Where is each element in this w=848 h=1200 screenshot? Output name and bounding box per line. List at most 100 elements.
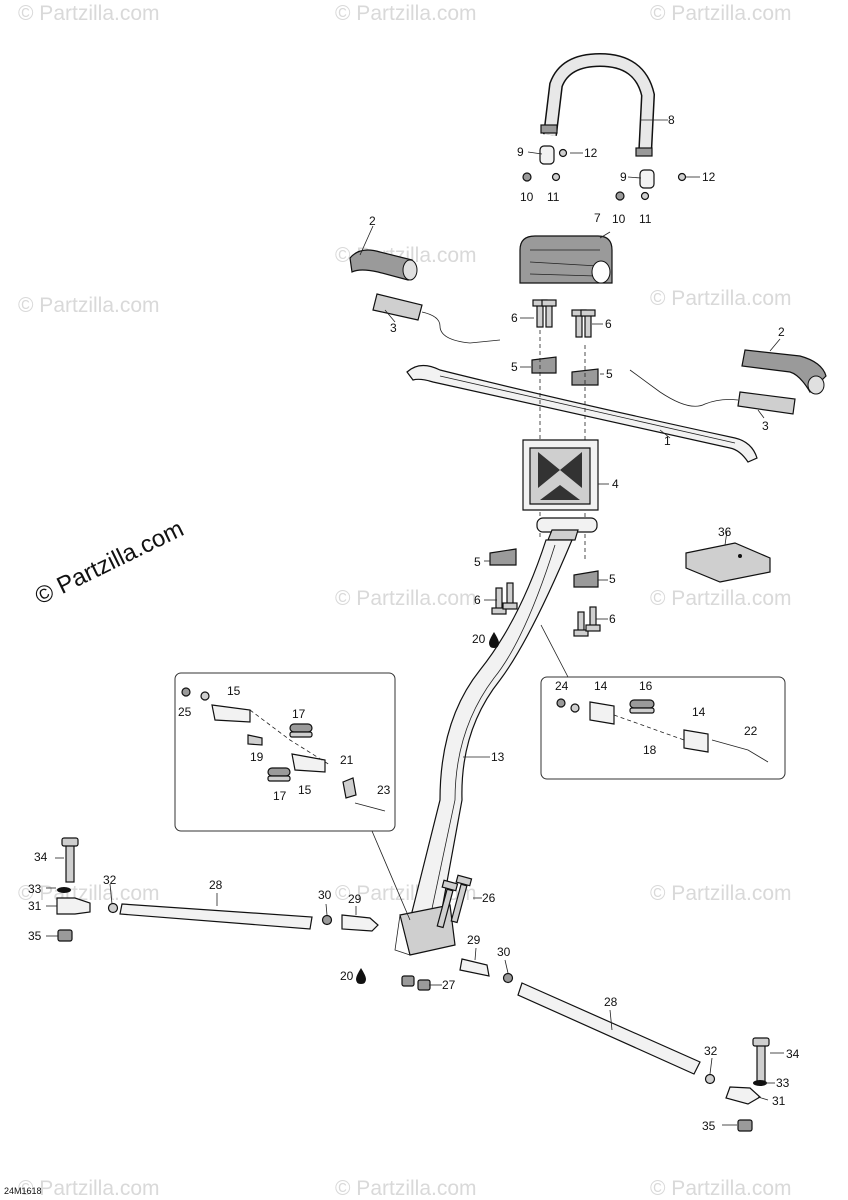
callout-33: 33 xyxy=(776,1076,790,1090)
callout-22: 22 xyxy=(744,724,758,738)
callout-32: 32 xyxy=(704,1044,718,1058)
clamp-set-left xyxy=(522,145,568,182)
callout-34: 34 xyxy=(34,850,48,864)
part-3-heated-grip-left xyxy=(372,293,501,344)
callout-3: 3 xyxy=(762,419,769,433)
callout-14: 14 xyxy=(692,705,706,719)
box-leader-lines xyxy=(371,624,569,921)
callout-35: 35 xyxy=(702,1119,716,1133)
callout-26: 26 xyxy=(482,891,496,905)
watermark: © Partzilla.com xyxy=(650,587,792,610)
callout-5: 5 xyxy=(474,555,481,569)
callout-30: 30 xyxy=(318,888,332,902)
diagram-code: 24M1618 xyxy=(4,1186,42,1196)
detail-box-left xyxy=(174,672,396,832)
leader-lines xyxy=(46,119,784,1126)
watermark: © Partzilla.com xyxy=(650,287,792,310)
callout-30: 30 xyxy=(497,945,511,959)
callout-5: 5 xyxy=(511,360,518,374)
callout-15: 15 xyxy=(227,684,241,698)
callout-24: 24 xyxy=(555,679,569,693)
watermark-grid: © Partzilla.com © Partzilla.com © Partzi… xyxy=(18,2,792,1200)
watermark: © Partzilla.com xyxy=(18,1177,160,1200)
part-26-bolts xyxy=(436,874,473,929)
callout-17: 17 xyxy=(273,789,287,803)
callout-17: 17 xyxy=(292,707,306,721)
part-2-grip-right xyxy=(741,349,827,395)
part-3-heated-grip-right xyxy=(629,369,796,415)
callout-8: 8 xyxy=(668,113,675,127)
callout-1: 1 xyxy=(664,434,671,448)
watermark: © Partzilla.com xyxy=(335,587,477,610)
part-36-plate xyxy=(685,542,771,583)
callout-34: 34 xyxy=(786,1047,800,1061)
part-7-cover-pad xyxy=(519,235,613,284)
callout-10: 10 xyxy=(612,212,626,226)
callout-20: 20 xyxy=(340,969,354,983)
callout-18: 18 xyxy=(643,743,657,757)
watermark: © Partzilla.com xyxy=(18,294,160,317)
tie-rod-right xyxy=(459,958,770,1132)
watermark: © Partzilla.com xyxy=(650,2,792,25)
callout-31: 31 xyxy=(772,1094,786,1108)
part-8-loop-handle xyxy=(540,52,656,157)
callout-15: 15 xyxy=(298,783,312,797)
callout-6: 6 xyxy=(605,317,612,331)
callout-3: 3 xyxy=(390,321,397,335)
part-6-bolts-lower xyxy=(491,582,601,637)
callout-labels: 1 2 2 3 3 4 5 5 5 5 6 6 6 6 7 8 9 9 10 1… xyxy=(28,113,800,1133)
watermark: © Partzilla.com xyxy=(335,2,477,25)
callout-25: 25 xyxy=(178,705,192,719)
callout-5: 5 xyxy=(609,572,616,586)
part-27-nuts xyxy=(401,975,431,991)
callout-7: 7 xyxy=(594,211,601,225)
callout-23: 23 xyxy=(377,783,391,797)
callout-32: 32 xyxy=(103,873,117,887)
steering-column-top xyxy=(536,517,598,541)
part-5-clamps-lower xyxy=(489,548,599,588)
part-6-bolts-upper xyxy=(532,299,596,338)
grease-drop-icon xyxy=(356,632,499,984)
callout-21: 21 xyxy=(340,753,354,767)
watermark: © Partzilla.com xyxy=(18,2,160,25)
callout-36: 36 xyxy=(718,525,732,539)
watermark-prominent: © Partzilla.com xyxy=(31,515,188,610)
callout-33: 33 xyxy=(28,882,42,896)
callout-2: 2 xyxy=(778,325,785,339)
callout-27: 27 xyxy=(442,978,456,992)
watermark: © Partzilla.com xyxy=(335,1177,477,1200)
callout-6: 6 xyxy=(609,612,616,626)
callout-28: 28 xyxy=(209,878,223,892)
watermark: © Partzilla.com xyxy=(650,1177,792,1200)
callout-19: 19 xyxy=(250,750,264,764)
callout-10: 10 xyxy=(520,190,534,204)
watermark: © Partzilla.com xyxy=(650,882,792,905)
callout-20: 20 xyxy=(472,632,486,646)
callout-35: 35 xyxy=(28,929,42,943)
callout-12: 12 xyxy=(584,146,598,160)
callout-13: 13 xyxy=(491,750,505,764)
callout-11: 11 xyxy=(639,212,652,226)
part-4-riser-block xyxy=(522,439,599,511)
callout-9: 9 xyxy=(517,145,524,159)
tie-rod-left xyxy=(56,837,379,942)
callout-6: 6 xyxy=(474,593,481,607)
callout-2: 2 xyxy=(369,214,376,228)
callout-31: 31 xyxy=(28,899,42,913)
clamp-set-right xyxy=(615,169,687,201)
callout-6: 6 xyxy=(511,311,518,325)
callout-11: 11 xyxy=(547,190,560,204)
detail-box-right xyxy=(540,676,786,780)
callout-29: 29 xyxy=(467,933,481,947)
callout-5: 5 xyxy=(606,367,613,381)
callout-4: 4 xyxy=(612,477,619,491)
callout-9: 9 xyxy=(620,170,627,184)
callout-28: 28 xyxy=(604,995,618,1009)
callout-16: 16 xyxy=(639,679,653,693)
callout-14: 14 xyxy=(594,679,608,693)
callout-12: 12 xyxy=(702,170,716,184)
part-2-grip-left xyxy=(349,249,418,281)
callout-29: 29 xyxy=(348,892,362,906)
part-5-clamps-upper xyxy=(531,356,599,386)
